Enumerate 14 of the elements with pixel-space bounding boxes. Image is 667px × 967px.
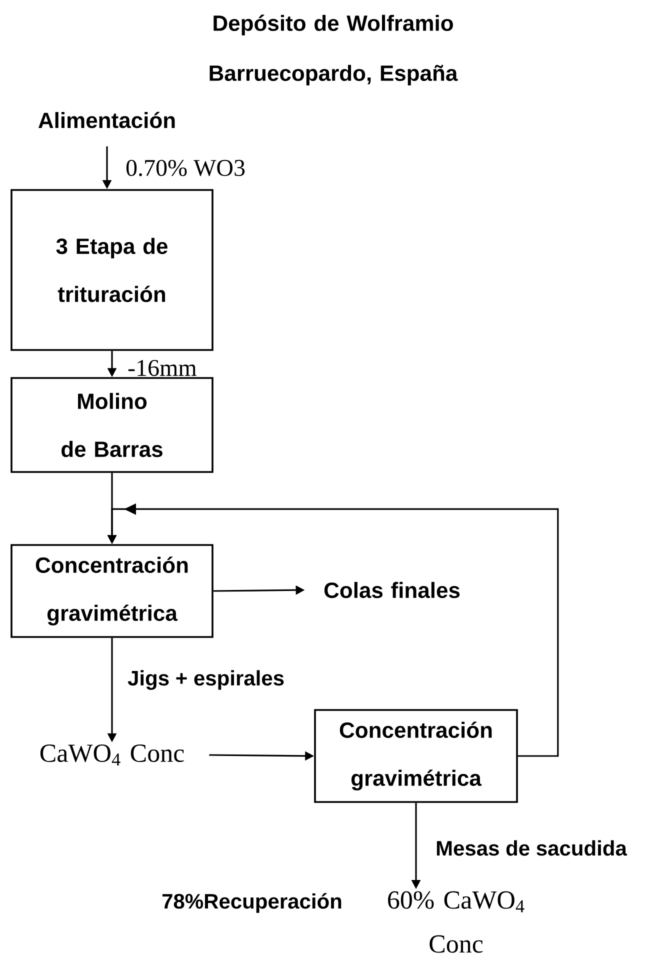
process-box: 3 Etapa de trituración (10, 189, 214, 351)
edge-label: Mesas de sacudida (436, 840, 628, 856)
process-box: Concentración gravimétrica (314, 709, 518, 803)
edge-label: 0.70% WO3 (126, 160, 245, 176)
stream-label: CaWO$_{4}$ Conc (40, 744, 184, 766)
stream-label: 60% CaWO$_{4}$ Conc (388, 891, 524, 953)
stream-label: Colas finales (324, 582, 460, 598)
edge-label: -16mm (128, 360, 196, 376)
process-box: Molino de Barras (10, 377, 214, 473)
title: Depósito de Wolframio Barruecopardo, España (210, 14, 458, 86)
note: 78%Recuperación (162, 893, 342, 913)
edge-label: Jigs + espirales (128, 670, 284, 690)
stream-label: Alimentación (38, 112, 175, 128)
process-box: Concentración gravimétrica (10, 544, 214, 638)
